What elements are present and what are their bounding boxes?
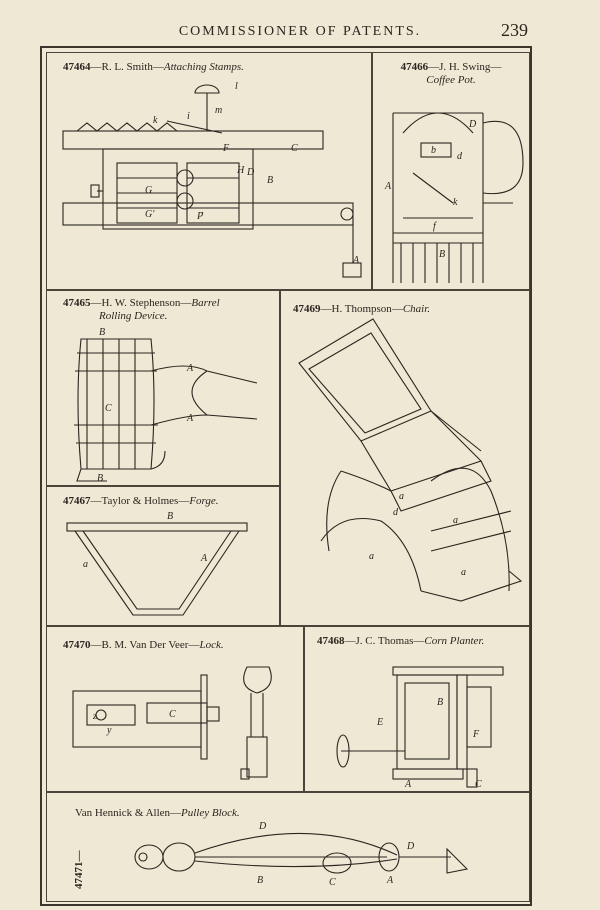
inventor-name: Taylor & Holmes bbox=[101, 495, 179, 507]
inventor-name: H. Thompson bbox=[331, 303, 392, 315]
svg-text:C: C bbox=[291, 143, 298, 154]
svg-text:D: D bbox=[406, 841, 415, 852]
inventor-name: H. W. Stephenson bbox=[101, 297, 181, 309]
svg-text:B: B bbox=[99, 327, 105, 338]
svg-text:B: B bbox=[97, 473, 103, 484]
svg-text:D: D bbox=[258, 821, 267, 832]
patent-panel-pulley-block: Van Hennick & Allen—Pulley Block. 47471—… bbox=[46, 792, 530, 902]
svg-text:B: B bbox=[439, 249, 445, 260]
svg-text:D: D bbox=[468, 119, 477, 130]
inventor-name: Van Hennick & Allen bbox=[75, 807, 171, 819]
patent-number: 47464 bbox=[63, 61, 91, 73]
svg-text:d: d bbox=[393, 507, 399, 518]
svg-text:F: F bbox=[472, 729, 480, 740]
patent-number: 47468 bbox=[317, 635, 345, 647]
patent-number: 47469 bbox=[293, 303, 321, 315]
svg-text:f: f bbox=[433, 221, 437, 232]
svg-text:G': G' bbox=[145, 209, 155, 220]
patent-panel-attaching-stamps: 47464—R. L. Smith—Attaching Stamps. bbox=[46, 52, 372, 290]
patent-caption: 47470—B. M. Van Der Veer—Lock. bbox=[63, 639, 224, 651]
svg-text:A: A bbox=[404, 779, 412, 790]
page-header: COMMISSIONER OF PATENTS. 239 bbox=[0, 0, 600, 46]
corn-planter-illustration: E B F A C bbox=[336, 666, 504, 790]
svg-text:C: C bbox=[169, 709, 176, 720]
svg-text:B: B bbox=[167, 511, 173, 522]
svg-text:B: B bbox=[437, 697, 443, 708]
patent-panel-corn-planter: 47468—J. C. Thomas—Corn Planter. E B F A C bbox=[304, 626, 530, 792]
patent-caption: Van Hennick & Allen—Pulley Block. bbox=[75, 807, 240, 819]
svg-text:z: z bbox=[92, 711, 97, 722]
lock-illustration: zy C bbox=[72, 666, 272, 780]
patent-number: 47465 bbox=[63, 297, 91, 309]
svg-text:E: E bbox=[376, 717, 383, 728]
invention-title: Barrel bbox=[191, 297, 220, 309]
svg-text:C: C bbox=[329, 877, 336, 888]
chair-illustration: ada aa bbox=[298, 318, 523, 602]
svg-text:A: A bbox=[186, 413, 194, 424]
svg-text:k: k bbox=[153, 115, 158, 126]
svg-text:A: A bbox=[352, 255, 360, 266]
svg-text:B: B bbox=[257, 875, 263, 886]
svg-text:a: a bbox=[399, 491, 404, 502]
svg-text:i: i bbox=[187, 111, 190, 122]
svg-text:a: a bbox=[453, 515, 458, 526]
patent-caption: 47467—Taylor & Holmes—Forge. bbox=[63, 495, 219, 507]
svg-text:y: y bbox=[106, 725, 112, 736]
svg-text:A: A bbox=[200, 553, 208, 564]
svg-text:H: H bbox=[236, 165, 245, 176]
patent-number: 47470 bbox=[63, 639, 91, 651]
svg-text:': ' bbox=[201, 211, 204, 222]
svg-text:F: F bbox=[222, 143, 230, 154]
svg-text:C: C bbox=[475, 779, 482, 790]
invention-title: Attaching Stamps. bbox=[163, 61, 244, 73]
svg-text:d: d bbox=[457, 151, 463, 162]
plate-frame: 47464—R. L. Smith—Attaching Stamps. bbox=[40, 46, 532, 906]
forge-illustration: Ba A bbox=[66, 511, 248, 616]
svg-text:l: l bbox=[235, 81, 238, 92]
patent-number: 47466 bbox=[400, 61, 429, 73]
patent-caption: 47469—H. Thompson—Chair. bbox=[293, 303, 431, 315]
invention-title-continued: Rolling Device. bbox=[99, 310, 168, 322]
svg-text:k: k bbox=[453, 197, 458, 208]
svg-text:A: A bbox=[186, 363, 194, 374]
inventor-name: B. M. Van Der Veer bbox=[101, 639, 189, 651]
svg-text:b: b bbox=[431, 145, 436, 156]
patent-number: 47467 bbox=[63, 495, 91, 507]
patent-caption: 47464—R. L. Smith—Attaching Stamps. bbox=[63, 61, 244, 73]
svg-text:G: G bbox=[145, 185, 152, 196]
invention-title: Coffee Pot. bbox=[426, 74, 476, 86]
patent-caption: 47466—J. H. Swing—Coffee Pot. bbox=[400, 61, 502, 86]
svg-text:a: a bbox=[369, 551, 374, 562]
inventor-name: R. L. Smith bbox=[101, 61, 153, 73]
invention-title: Forge. bbox=[189, 495, 219, 507]
page-number: 239 bbox=[501, 20, 528, 40]
svg-text:A: A bbox=[384, 181, 392, 192]
svg-text:a: a bbox=[83, 559, 88, 570]
coffee-pot-illustration: b Dd Ak fB bbox=[384, 112, 524, 283]
invention-title: Chair. bbox=[402, 303, 431, 315]
svg-text:a: a bbox=[461, 567, 466, 578]
invention-title: Corn Planter. bbox=[424, 635, 485, 647]
svg-text:C: C bbox=[105, 403, 112, 414]
svg-text:P: P bbox=[196, 211, 203, 222]
invention-title: Lock. bbox=[199, 639, 224, 651]
inventor-name: J. H. Swing bbox=[439, 61, 491, 73]
inventor-name: J. C. Thomas bbox=[355, 635, 414, 647]
svg-text:A: A bbox=[386, 875, 394, 886]
pulley-block-illustration: D B C D A bbox=[134, 821, 469, 888]
patent-caption: 47468—J. C. Thomas—Corn Planter. bbox=[317, 635, 485, 647]
running-head: COMMISSIONER OF PATENTS. bbox=[178, 24, 422, 39]
svg-text:m: m bbox=[215, 105, 222, 116]
barrel-illustration: C A A B B bbox=[74, 327, 258, 484]
svg-text:B: B bbox=[267, 175, 273, 186]
invention-title: Pulley Block. bbox=[181, 807, 240, 819]
svg-text:D: D bbox=[246, 167, 255, 178]
